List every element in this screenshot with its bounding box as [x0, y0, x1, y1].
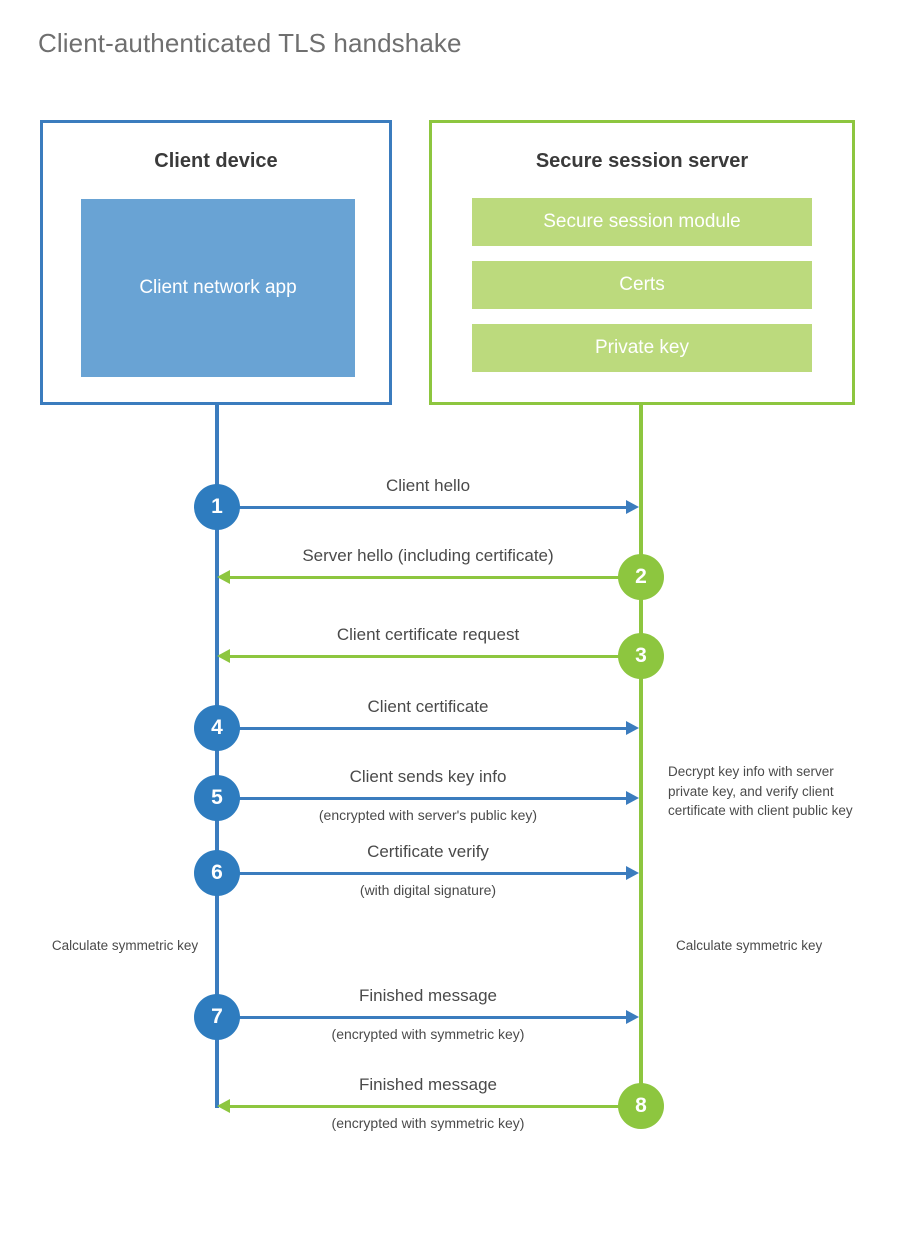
client-lifeline	[215, 402, 219, 1108]
arrowhead-left-icon	[217, 570, 230, 584]
step-circle-3[interactable]: 3	[618, 633, 664, 679]
message-label-3: Client certificate request	[336, 625, 520, 644]
client-network-app-block: Client network app	[81, 199, 355, 377]
message-sublabel-6: (with digital signature)	[359, 882, 497, 898]
arrowhead-right-icon	[626, 721, 639, 735]
page-title: Client-authenticated TLS handshake	[38, 28, 462, 58]
message-line-6	[217, 872, 626, 875]
message-line-7	[217, 1016, 626, 1019]
message-label-1: Client hello	[385, 476, 471, 495]
client-device-box: Client device Client network app	[40, 120, 392, 405]
message-label-8: Finished message	[359, 1075, 497, 1094]
message-sublabel-5: (encrypted with server's public key)	[318, 807, 538, 823]
arrowhead-right-icon	[626, 500, 639, 514]
secure-session-module-block: Secure session module	[472, 198, 812, 246]
message-line-3	[230, 655, 639, 658]
message-label-2: Server hello (including certificate)	[302, 546, 554, 565]
secure-session-server-box: Secure session server Secure session mod…	[429, 120, 855, 405]
step-circle-8[interactable]: 8	[618, 1083, 664, 1129]
client-device-title: Client device	[154, 150, 278, 172]
message-line-8	[230, 1105, 639, 1108]
step-circle-6[interactable]: 6	[194, 850, 240, 896]
server-calculate-symmetric-key-note: Calculate symmetric key	[676, 938, 823, 953]
message-line-1	[217, 506, 626, 509]
message-label-6: Certificate verify	[367, 842, 489, 861]
message-label-4: Client certificate	[367, 697, 489, 716]
step-circle-5[interactable]: 5	[194, 775, 240, 821]
arrowhead-right-icon	[626, 866, 639, 880]
certs-block: Certs	[472, 261, 812, 309]
server-lifeline	[639, 402, 643, 1108]
arrowhead-right-icon	[626, 791, 639, 805]
message-label-7: Finished message	[359, 986, 497, 1005]
step-circle-2[interactable]: 2	[618, 554, 664, 600]
message-sublabel-8: (encrypted with symmetric key)	[331, 1115, 525, 1131]
server-decrypt-note: Decrypt key info with server private key…	[668, 764, 853, 819]
step-circle-7[interactable]: 7	[194, 994, 240, 1040]
arrowhead-left-icon	[217, 649, 230, 663]
secure-session-server-title: Secure session server	[535, 150, 749, 172]
client-calculate-symmetric-key-note: Calculate symmetric key	[51, 938, 199, 953]
message-line-2	[230, 576, 639, 579]
arrowhead-right-icon	[626, 1010, 639, 1024]
message-sublabel-7: (encrypted with symmetric key)	[331, 1026, 525, 1042]
step-circle-1[interactable]: 1	[194, 484, 240, 530]
message-line-4	[217, 727, 626, 730]
private-key-block: Private key	[472, 324, 812, 372]
arrowhead-left-icon	[217, 1099, 230, 1113]
message-line-5	[217, 797, 626, 800]
message-label-5: Client sends key info	[349, 767, 507, 786]
step-circle-4[interactable]: 4	[194, 705, 240, 751]
